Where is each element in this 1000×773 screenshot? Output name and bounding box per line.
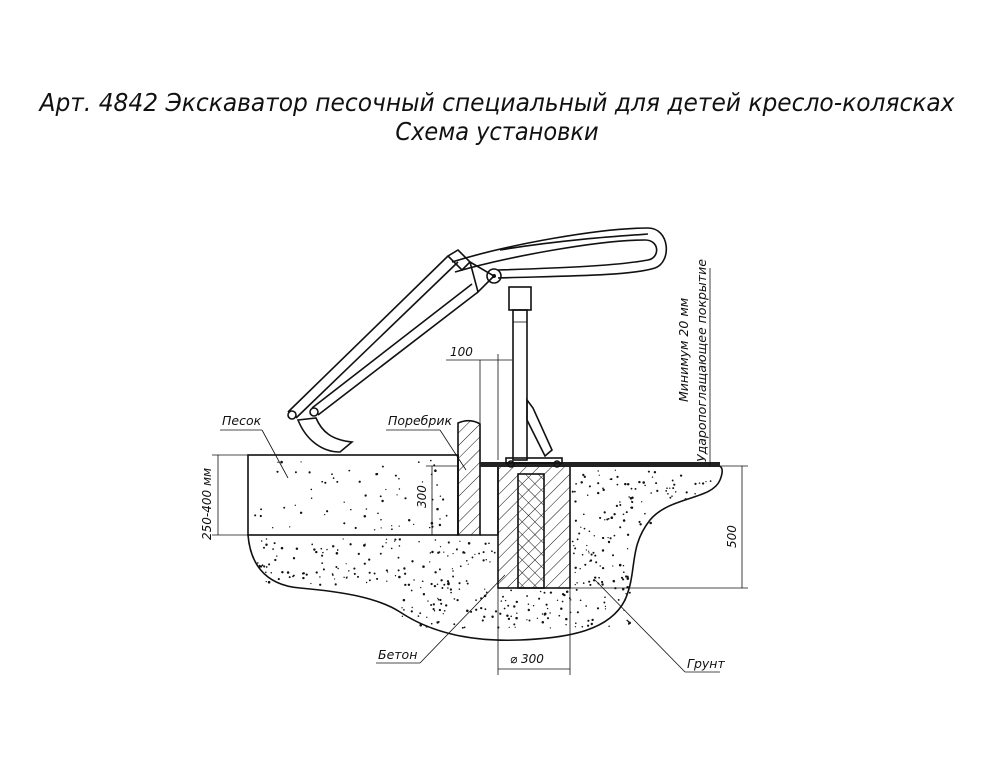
sand-texture <box>254 459 448 531</box>
label-curb: Поребрик <box>388 413 452 428</box>
post-embedded <box>517 473 545 589</box>
post-head <box>508 286 532 311</box>
main-pivot <box>486 268 502 284</box>
title-line-1: Арт. 4842 Экскаватор песочный специальны… <box>37 88 955 117</box>
label-soil: Грунт <box>687 656 725 671</box>
label-coating-min: Минимум 20 мм <box>676 298 691 402</box>
seat-frame <box>451 227 668 279</box>
arm-bracket <box>468 260 496 294</box>
title-line-2: Схема установки <box>395 117 598 146</box>
curb <box>457 419 481 536</box>
dim-footing-diameter: ⌀ 300 <box>510 652 544 666</box>
post-brace <box>526 397 553 458</box>
label-coating: Ударопоглащающее покрытие <box>694 259 709 462</box>
soil-outline <box>247 465 723 642</box>
soil-texture <box>257 469 712 629</box>
dim-curb-height: 300 <box>415 485 429 508</box>
label-concrete: Бетон <box>378 647 417 662</box>
impact-coating <box>480 462 720 467</box>
excavator-post <box>512 309 528 461</box>
label-sand: Песок <box>222 413 262 428</box>
base-plate <box>505 457 563 464</box>
dim-offset: 100 <box>450 345 473 359</box>
bucket <box>296 417 354 453</box>
dim-footing-depth: 500 <box>725 525 739 548</box>
dim-sand-depth: 250-400 мм <box>200 468 214 540</box>
